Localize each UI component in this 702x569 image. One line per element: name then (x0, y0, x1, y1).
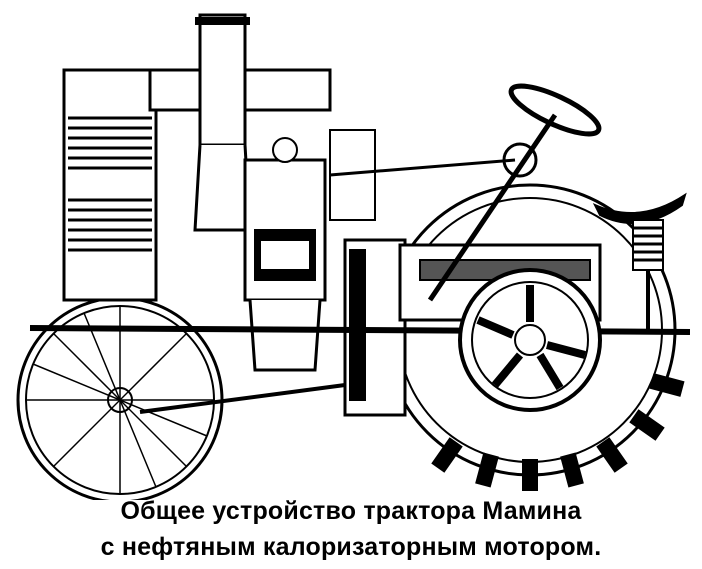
caption-line-2: с нефтяным калоризаторным мотором. (100, 533, 602, 561)
caption-line-1: Общее устройство трактора Мамина (120, 497, 582, 525)
wheel-cleats (431, 373, 685, 491)
exhaust-chimney (193, 13, 252, 232)
steering-wheel (427, 83, 602, 302)
steering-linkage (139, 383, 346, 414)
seat (592, 192, 687, 330)
rear-wheel (383, 183, 685, 491)
engine-cylinder (243, 129, 376, 372)
flywheel (458, 268, 602, 412)
tractor-cutaway-drawing (16, 13, 691, 500)
